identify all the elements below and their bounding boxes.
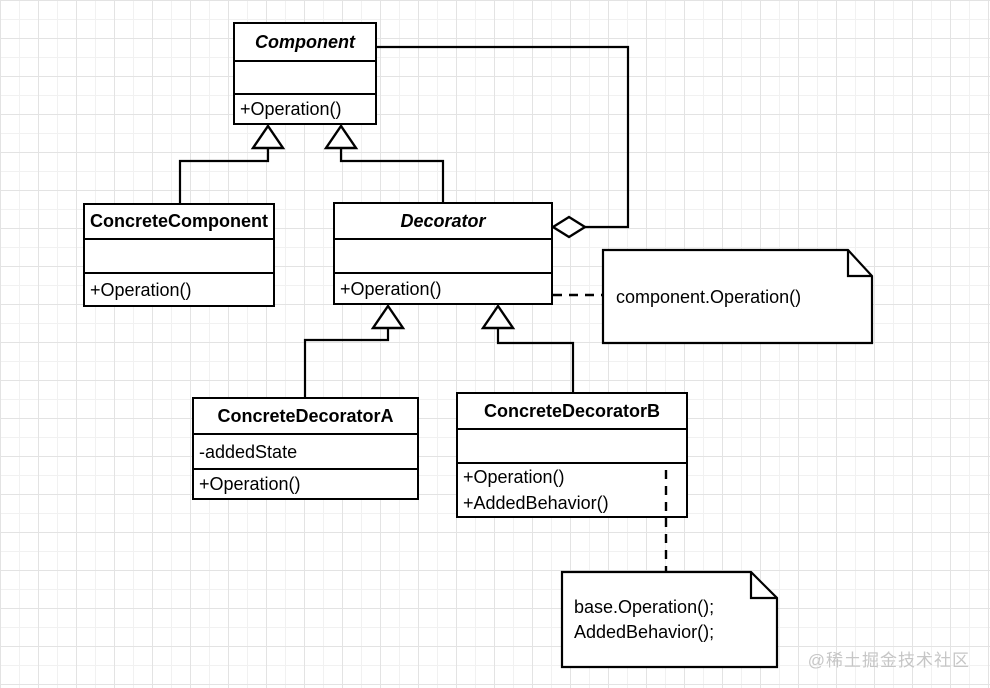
method-label: +AddedBehavior() (463, 493, 609, 513)
class-box-component: Component +Operation() (233, 22, 377, 125)
note-fold-icon (749, 572, 777, 600)
triangle-arrowhead-icon (480, 303, 516, 330)
generalization-line-concrete-component (178, 147, 270, 203)
class-box-decorator: Decorator +Operation() (333, 202, 553, 305)
method-label: +Operation() (199, 474, 301, 494)
method-label: +Operation() (90, 279, 192, 300)
watermark: @稀土掘金技术社区 (807, 651, 970, 670)
class-methods-concrete-decorator-b: +Operation() +AddedBehavior() (458, 462, 686, 516)
note-line: base.Operation(); (574, 597, 714, 617)
generalization-line-concrete-decorator-a (303, 327, 390, 397)
aggregation-line (377, 45, 630, 229)
note-line: AddedBehavior(); (574, 622, 714, 642)
generalization-line-concrete-decorator-b (496, 327, 575, 392)
class-box-concrete-component: ConcreteComponent +Operation() (83, 203, 275, 307)
class-name-concrete-component: ConcreteComponent (89, 211, 268, 231)
class-attributes-concrete-component (85, 238, 273, 272)
note-line: component.Operation() (616, 287, 801, 307)
class-methods-concrete-decorator-a: +Operation() (194, 468, 417, 498)
class-attributes-component (235, 60, 375, 93)
class-methods-decorator: +Operation() (335, 272, 551, 303)
method-label: +Operation() (240, 99, 342, 119)
attribute-label: -addedState (199, 441, 298, 462)
triangle-arrowhead-icon (370, 303, 406, 330)
class-attributes-decorator (335, 238, 551, 272)
class-box-concrete-decorator-a: ConcreteDecoratorA -addedState +Operatio… (192, 397, 419, 500)
triangle-arrowhead-icon (323, 123, 359, 150)
class-attributes-concrete-decorator-b (458, 428, 686, 462)
triangle-arrowhead-icon (250, 123, 286, 150)
method-label: +Operation() (463, 467, 565, 487)
class-box-concrete-decorator-b: ConcreteDecoratorB +Operation() +AddedBe… (456, 392, 688, 518)
note-shape (601, 248, 874, 345)
generalization-line-decorator (339, 147, 445, 202)
class-methods-component: +Operation() (235, 93, 375, 123)
note-component-operation: component.Operation() (601, 248, 874, 345)
note-shape (560, 570, 779, 669)
note-fold-icon (846, 250, 872, 278)
class-attributes-concrete-decorator-a: -addedState (194, 433, 417, 468)
method-label: +Operation() (340, 278, 442, 299)
class-name-component: Component (255, 31, 355, 52)
class-methods-concrete-component: +Operation() (85, 272, 273, 305)
aggregation-diamond-icon (550, 215, 588, 239)
class-name-concrete-decorator-a: ConcreteDecoratorA (217, 405, 394, 426)
class-name-decorator: Decorator (400, 210, 486, 231)
note-base-operation: base.Operation(); AddedBehavior(); (560, 570, 779, 669)
class-name-concrete-decorator-b: ConcreteDecoratorB (483, 400, 661, 421)
